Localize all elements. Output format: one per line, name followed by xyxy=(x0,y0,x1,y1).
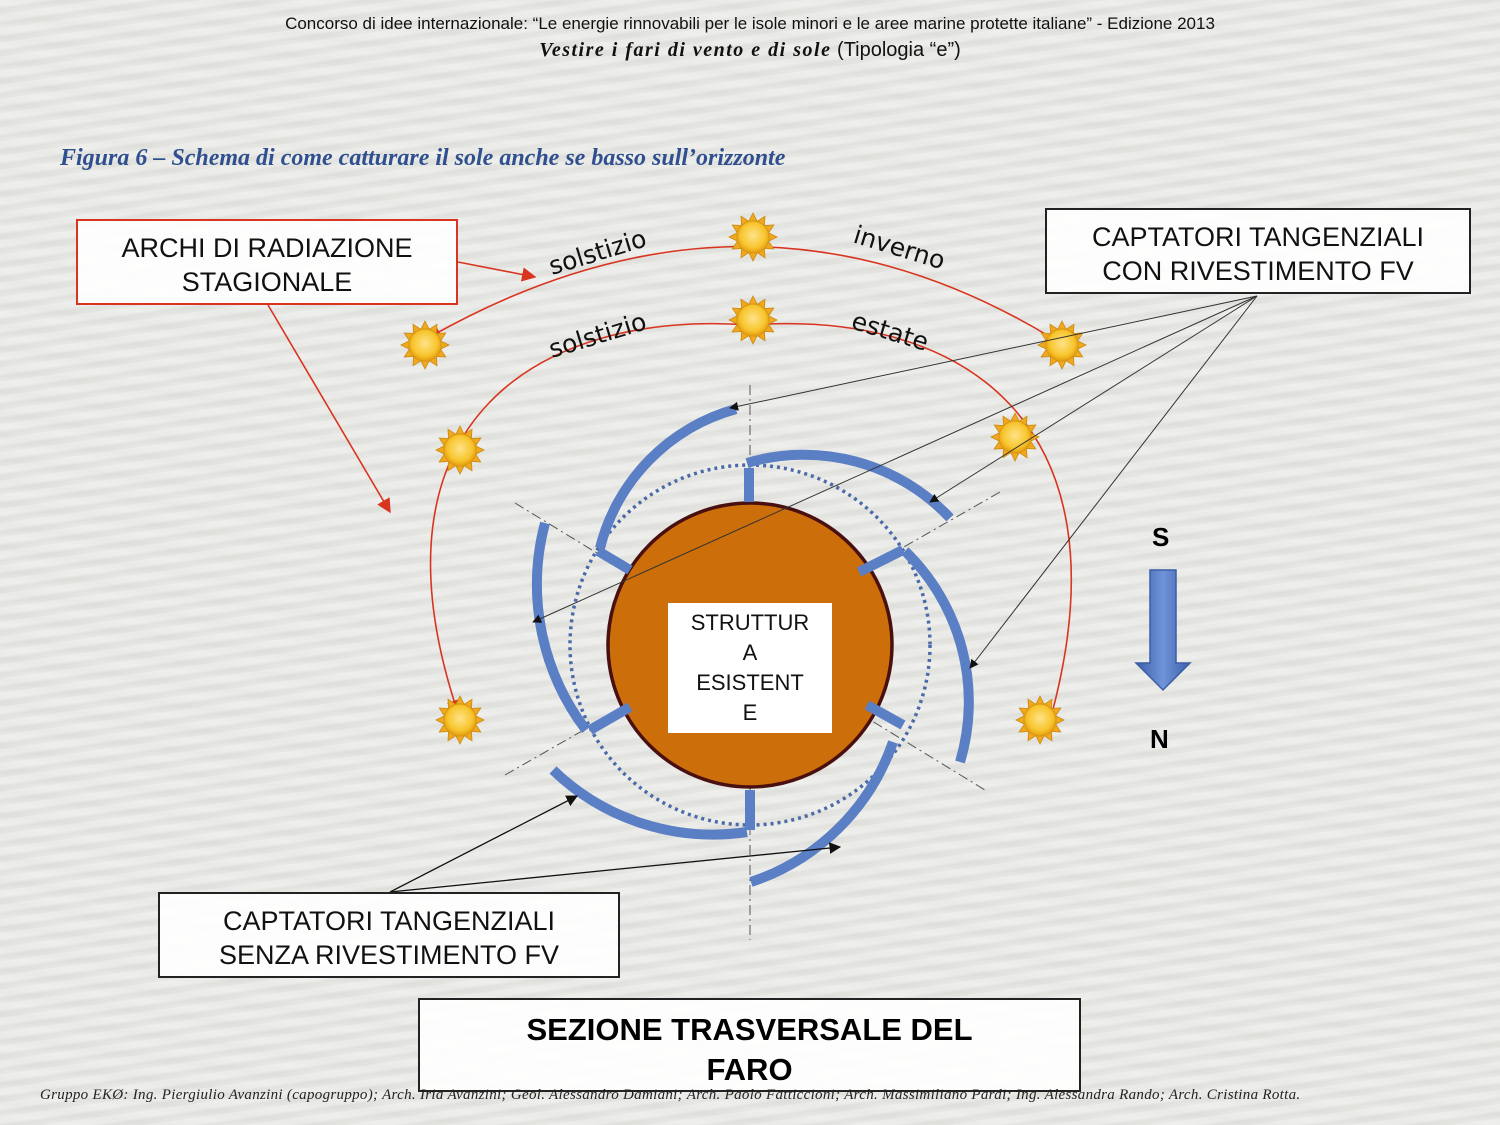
struttura-line2: A xyxy=(742,640,758,665)
project-motto: Vestire i fari di vento e di sole xyxy=(539,39,832,61)
sun-icon xyxy=(435,425,485,475)
spoke-upper-left xyxy=(595,546,633,575)
fv-leader-lines xyxy=(532,295,1258,669)
seasonal-arcs-label-box: ARCHI DI RADIAZIONE STAGIONALE xyxy=(76,219,458,305)
compass-north-label: N xyxy=(1150,724,1169,754)
existing-structure-label: STRUTTUR A ESISTENT E xyxy=(668,603,832,733)
captators-with-pv-label-box: CAPTATORI TANGENZIALI CON RIVESTIMENTO F… xyxy=(1045,208,1471,294)
sun-icon xyxy=(990,412,1040,462)
captator-bottom-left xyxy=(549,766,748,840)
arcs-box-line1: ARCHI DI RADIAZIONE xyxy=(121,233,413,263)
compass-south-label: S xyxy=(1152,522,1170,552)
sun-icon xyxy=(1037,320,1087,370)
sun-icon xyxy=(400,320,450,370)
sun-icon xyxy=(728,212,778,262)
captator-bottom-right xyxy=(749,740,898,887)
project-typology: (Tipologia “e”) xyxy=(837,39,961,61)
captators-without-pv-label-box: CAPTATORI TANGENZIALI SENZA RIVESTIMENTO… xyxy=(158,892,620,978)
sun-icon xyxy=(1015,695,1065,745)
arrow-down-icon xyxy=(1134,569,1192,692)
winter-label-right: inverno xyxy=(850,220,948,275)
captator-outer-right xyxy=(901,547,974,764)
captator-outer-right-top xyxy=(745,449,954,522)
struttura-line1: STRUTTUR xyxy=(690,610,810,635)
arcs-pointer-2 xyxy=(267,304,391,514)
arcs-pointer-1 xyxy=(457,261,537,282)
footer-credits: Gruppo EKØ: Ing. Piergiulio Avanzini (ca… xyxy=(40,1087,1301,1103)
sun-icon xyxy=(728,295,778,345)
section-title-line2: FARO xyxy=(706,1052,793,1087)
summer-label-right: estate xyxy=(848,306,932,357)
captator-outer-left xyxy=(531,521,590,734)
header-contest-title: Concorso di idee internazionale: “Le ene… xyxy=(285,14,1215,33)
nofv-leader-lines xyxy=(389,795,842,893)
spoke-lower-left xyxy=(587,702,633,735)
struttura-line3: ESISTENT xyxy=(696,670,804,695)
nofv-box-line1: CAPTATORI TANGENZIALI xyxy=(222,906,556,936)
arcs-box-line2: STAGIONALE xyxy=(181,267,353,297)
header-project-title: Vestire i fari di vento e di sole (Tipol… xyxy=(0,39,1500,62)
winter-label-left: solstizio xyxy=(545,224,649,281)
fv-box-line2: CON RIVESTIMENTO FV xyxy=(1102,256,1414,286)
captator-outer-top xyxy=(595,404,738,550)
spoke-upper-right xyxy=(856,545,906,577)
fv-box-line1: CAPTATORI TANGENZIALI xyxy=(1091,222,1425,252)
figure-caption: Figura 6 – Schema di come catturare il s… xyxy=(60,145,786,171)
summer-label-left: solstizio xyxy=(545,307,649,364)
section-title-line1: SEZIONE TRASVERSALE DEL xyxy=(526,1012,973,1047)
sun-icon xyxy=(435,695,485,745)
section-title-box: SEZIONE TRASVERSALE DEL FARO xyxy=(418,998,1081,1092)
nofv-box-line2: SENZA RIVESTIMENTO FV xyxy=(218,940,560,970)
struttura-line4: E xyxy=(742,700,758,725)
